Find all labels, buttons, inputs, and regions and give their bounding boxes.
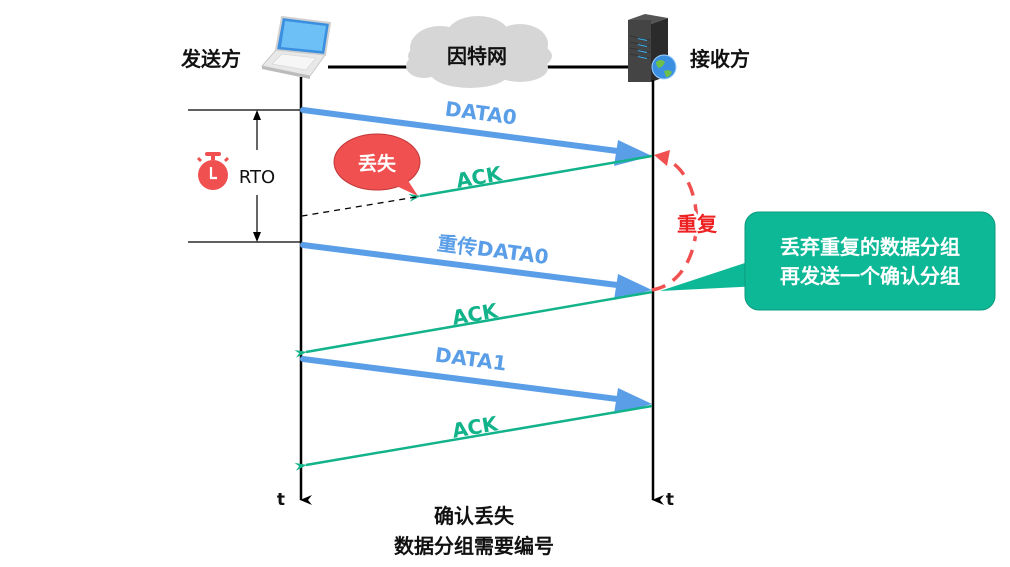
sender-time-label: t (277, 490, 285, 510)
duplicate-arc-arrowhead (654, 150, 670, 166)
lost-bubble (333, 133, 421, 196)
stopwatch-icon (196, 152, 230, 190)
data1-arrowhead (614, 388, 652, 414)
ack0-arrow (294, 290, 653, 358)
note-line1: 丢弃重复的数据分组 (780, 235, 960, 259)
duplicate-arc (651, 155, 699, 292)
ack0-label: ACK (450, 298, 501, 330)
ack-lost-label: ACK (454, 161, 505, 193)
data1-label: DATA1 (434, 343, 509, 376)
data0-arrowhead (614, 140, 652, 166)
ack1-arrow (294, 404, 653, 471)
receiver-time-label: t (666, 490, 674, 510)
network-label: 因特网 (447, 44, 507, 68)
data0-arrow (300, 107, 628, 155)
cloud-icon (406, 16, 552, 88)
caption-line1: 确认丢失 (434, 504, 515, 528)
ack1-label: ACK (450, 411, 501, 443)
note-line2: 再发送一个确认分组 (780, 264, 960, 288)
note-callout (660, 211, 996, 311)
ack-lost-dashed-path (301, 196, 417, 217)
laptop-icon (261, 15, 332, 79)
caption-line2: 数据分组需要编号 (394, 534, 554, 558)
data0-retransmit-arrow (300, 242, 628, 289)
ack-lost-arrow (408, 154, 653, 202)
rto-arrow-up-head (253, 110, 261, 120)
data0-label: DATA0 (444, 97, 519, 130)
receiver-label: 接收方 (690, 47, 750, 71)
server-icon (628, 14, 677, 82)
duplicate-label: 重复 (677, 212, 718, 236)
lost-bubble-label: 丢失 (358, 152, 397, 175)
data0-retransmit-arrowhead (614, 274, 652, 300)
rto-label: RTO (239, 167, 275, 188)
rto-arrow-down-head (253, 232, 261, 242)
sender-label: 发送方 (180, 47, 241, 71)
data1-arrow (300, 356, 628, 403)
